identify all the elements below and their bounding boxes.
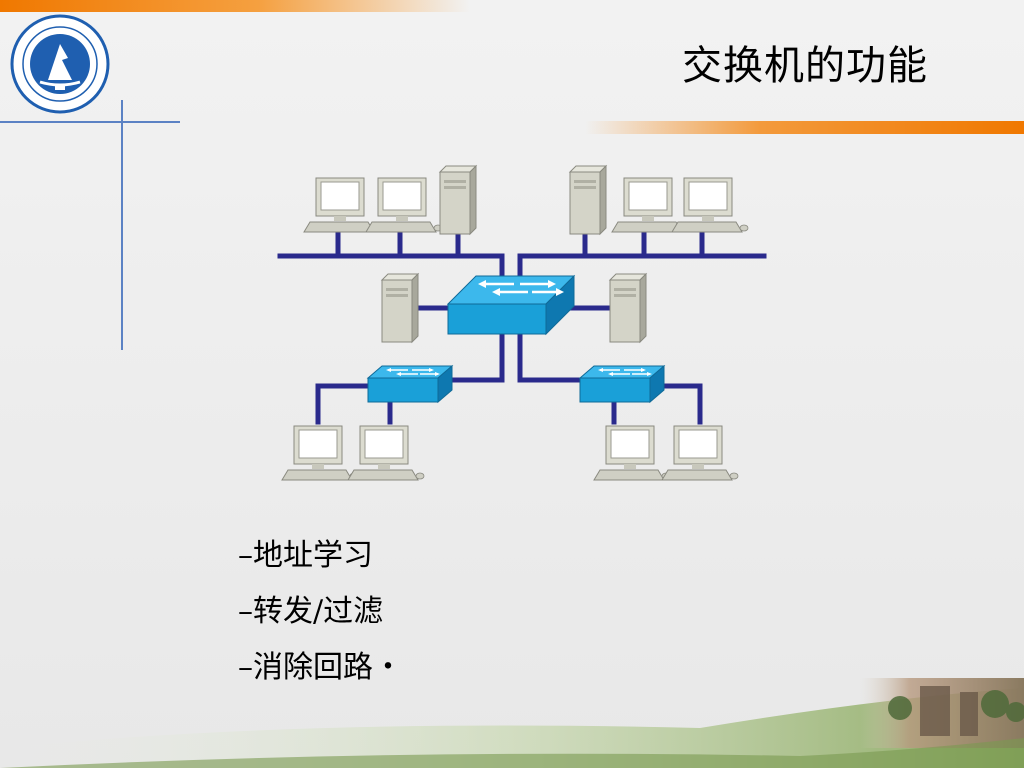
workstation-icon (365, 177, 443, 233)
switch-icon (446, 274, 576, 336)
bullet-item: –消除回路・ (238, 640, 403, 696)
workstation-icon (671, 177, 749, 233)
vertical-rule (121, 100, 123, 350)
bullet-item: –地址学习 (238, 528, 403, 584)
bullet-list: –地址学习 –转发/过滤 –消除回路・ (238, 528, 403, 696)
horizontal-rule (0, 121, 180, 123)
workstation-icon (661, 425, 739, 481)
switch-icon (579, 365, 665, 403)
switch-icon (367, 365, 453, 403)
server-icon (569, 165, 607, 235)
title-accent-bar (585, 121, 1024, 134)
bullet-text: 转发/过滤 (253, 594, 384, 629)
bullet-dash: – (238, 538, 253, 573)
bullet-dash: – (238, 650, 253, 685)
college-logo-icon (10, 14, 110, 114)
workstation-icon (593, 425, 671, 481)
server-icon (381, 273, 419, 343)
slide-title: 交换机的功能 (682, 43, 928, 89)
bullet-item: –转发/过滤 (238, 584, 403, 640)
workstation-icon (281, 425, 359, 481)
top-accent-bar (0, 0, 470, 12)
server-icon (609, 273, 647, 343)
cables (277, 229, 767, 425)
server-icon (439, 165, 477, 235)
bullet-text: 地址学习 (253, 538, 373, 573)
workstation-icon (303, 177, 381, 233)
workstation-icon (347, 425, 425, 481)
bullet-text: 消除回路・ (253, 650, 403, 685)
bullet-dash: – (238, 594, 253, 629)
campus-photo-icon (0, 678, 1024, 768)
network-diagram (277, 165, 767, 481)
